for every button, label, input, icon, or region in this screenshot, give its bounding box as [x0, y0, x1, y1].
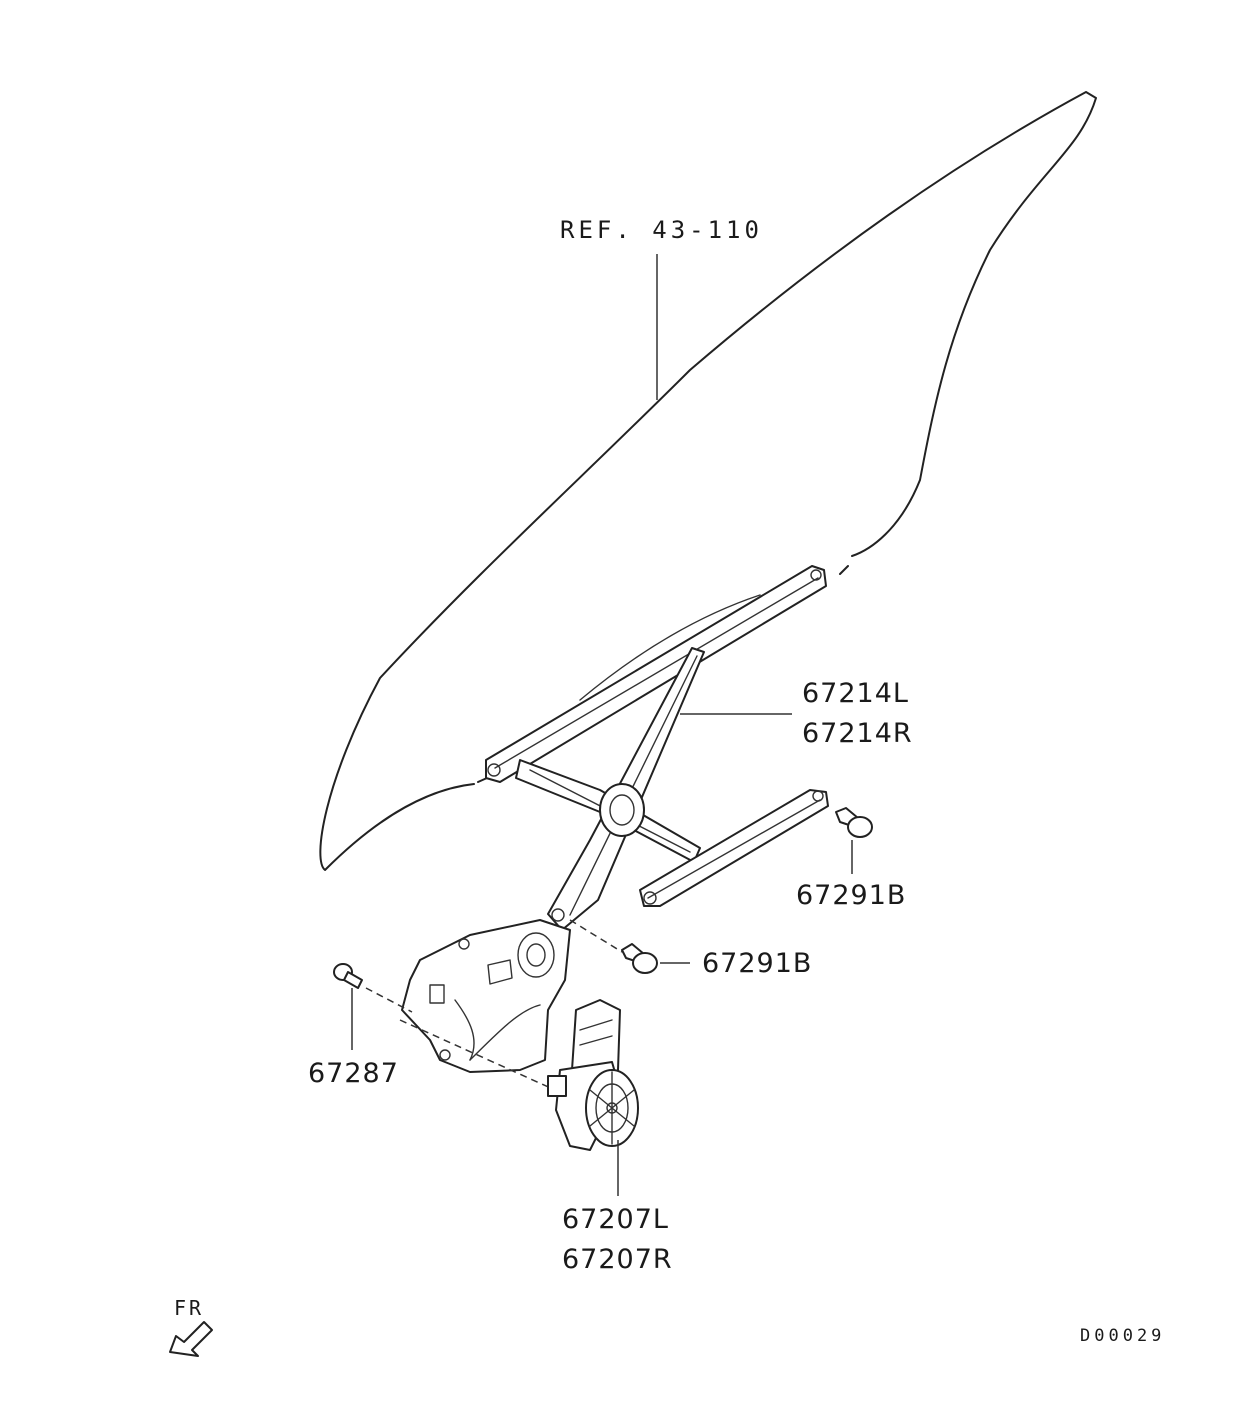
part-number-motor-left: 67207L [562, 1204, 669, 1235]
front-direction-arrow-icon [169, 1321, 213, 1357]
orientation-label: FR [174, 1296, 205, 1320]
diagram-code: D00029 [1080, 1326, 1166, 1346]
door-glass-outline [319, 91, 1097, 871]
screw-left [333, 963, 413, 1050]
window-motor [399, 999, 639, 1196]
reference-label: REF. 43-110 [560, 216, 763, 244]
part-number-bolt-center: 67291B [702, 948, 813, 979]
part-number-regulator-left: 67214L [802, 678, 909, 709]
regulator-assembly [401, 565, 829, 1073]
part-number-motor-right: 67207R [562, 1244, 673, 1275]
part-number-regulator-right: 67214R [802, 718, 913, 749]
part-number-screw: 67287 [308, 1058, 399, 1089]
bolt-right [835, 807, 873, 874]
bolt-center [569, 919, 690, 974]
part-number-bolt-right: 67291B [796, 880, 907, 911]
